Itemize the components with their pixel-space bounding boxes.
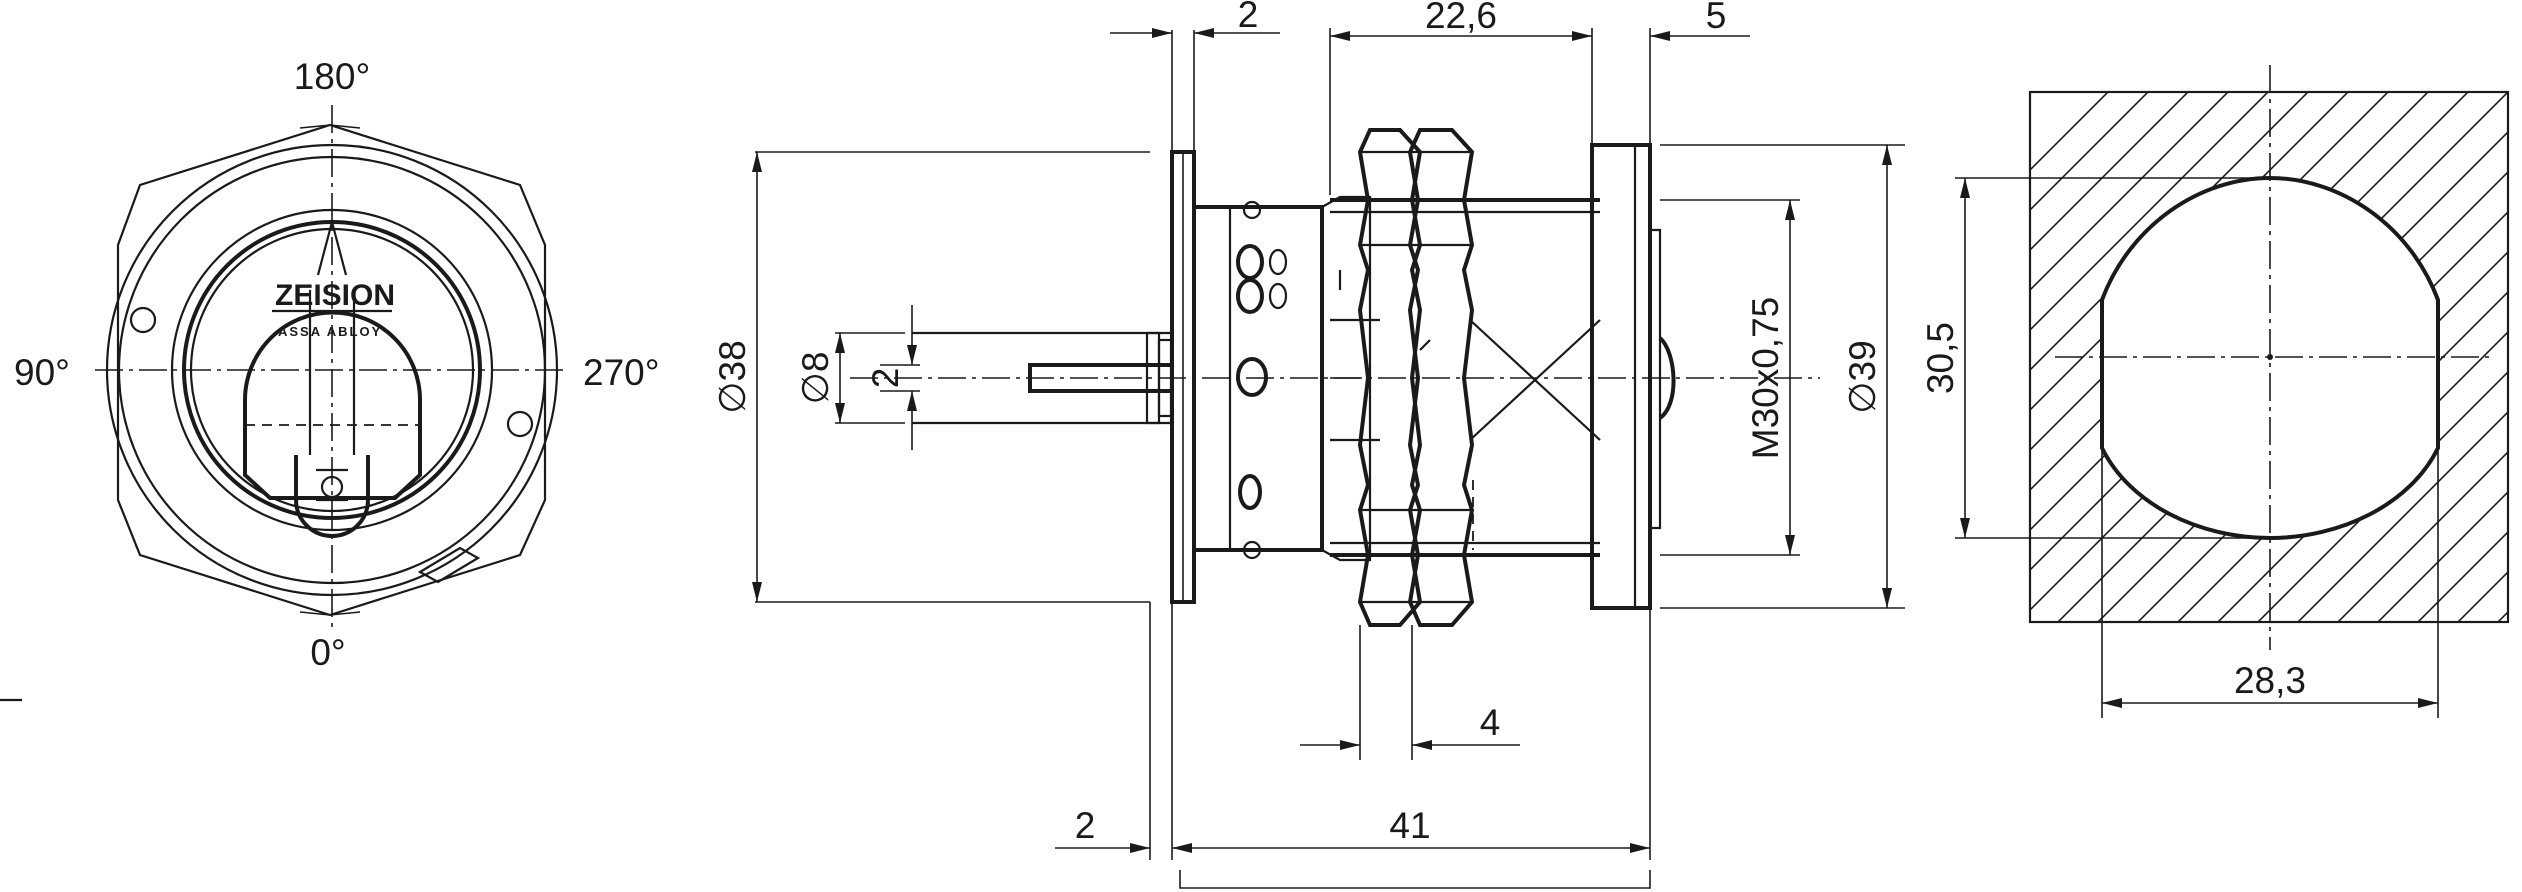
dim-top-5: 5 xyxy=(1706,0,1727,36)
hatch-line xyxy=(2030,92,2181,622)
brand-sub-text: ASSA ABLOY xyxy=(278,324,382,339)
hatch-line xyxy=(2299,92,2508,622)
hatch-line xyxy=(2419,92,2508,622)
hatch-line xyxy=(2499,92,2508,622)
hatch-line xyxy=(2139,92,2508,622)
dim-nut-4: 4 xyxy=(1480,702,1501,743)
hatch-line xyxy=(2030,92,2421,622)
side-view: 2 22,6 5 ∅38 ∅8 2 M30x0,75 ∅39 4 xyxy=(712,0,1905,889)
hatch-line xyxy=(2030,92,2341,622)
hatch-line xyxy=(2030,92,2381,622)
dim-bottom-41: 41 xyxy=(1389,805,1430,846)
dim-dia-8: ∅8 xyxy=(795,352,836,405)
dim-top-22-6: 22,6 xyxy=(1425,0,1497,36)
hatch-line xyxy=(2099,92,2508,622)
hatch-line xyxy=(2030,92,2508,622)
hatch-pattern xyxy=(2030,92,2508,622)
angle-label-left: 90° xyxy=(14,352,70,393)
hatch-line xyxy=(2379,92,2508,622)
dim-dia-38: ∅38 xyxy=(712,340,753,413)
brand-logo-text: ZEISION xyxy=(275,279,395,312)
dim-shaft-2: 2 xyxy=(865,368,906,389)
hatch-line xyxy=(2030,92,2301,622)
hatch-line xyxy=(2030,92,2508,622)
dim-cutout-width: 28,3 xyxy=(2234,660,2306,701)
hatch-line xyxy=(2030,92,2261,622)
hatch-line xyxy=(2219,92,2508,622)
front-view: ZEISION ASSA ABLOY 180° 90° 270° 0° xyxy=(0,56,660,702)
angle-label-right: 270° xyxy=(583,352,660,393)
dim-cutout-height: 30,5 xyxy=(1920,322,1961,394)
mounting-hole-left xyxy=(129,306,157,334)
hatch-line xyxy=(2179,92,2508,622)
dim-dia-39: ∅39 xyxy=(1842,340,1883,413)
hatch-line xyxy=(2030,92,2221,622)
panel-cutout-view: 30,5 28,3 xyxy=(1920,65,2510,718)
hatch-line xyxy=(2339,92,2508,622)
dim-thread: M30x0,75 xyxy=(1745,297,1786,460)
hatch-line xyxy=(2030,92,2508,622)
hatch-line xyxy=(2259,92,2508,622)
angle-label-top: 180° xyxy=(294,56,371,97)
angle-label-bottom: 0° xyxy=(310,632,345,673)
dim-bottom-2: 2 xyxy=(1075,805,1096,846)
hatch-line xyxy=(2459,92,2508,622)
hatch-line xyxy=(2059,92,2508,622)
mounting-hole-right xyxy=(506,410,534,438)
dim-top-2: 2 xyxy=(1238,0,1259,35)
